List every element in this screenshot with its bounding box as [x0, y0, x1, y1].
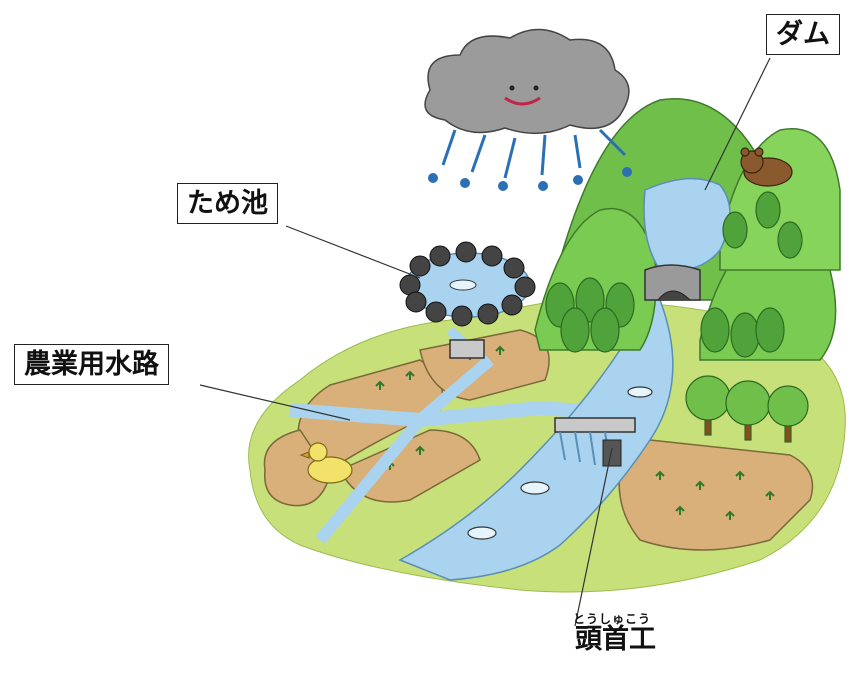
duck-icon	[299, 442, 353, 484]
label-reservoir-pond: ため池	[177, 183, 278, 224]
label-dam: ダム	[766, 14, 840, 55]
leader-lines	[199, 57, 771, 627]
river-fish	[467, 386, 653, 540]
canal-diagonal	[315, 355, 494, 544]
label-headworks: 頭首工	[575, 624, 656, 655]
label-irrigation-canal: 農業用水路	[14, 344, 169, 385]
reservoir-pond	[399, 241, 536, 359]
dam-wall	[644, 264, 701, 301]
rain-drops	[441, 128, 627, 179]
label-headworks-ruby: とうしゅこう	[573, 612, 652, 626]
cloud-icon	[424, 28, 630, 135]
dam-lake	[643, 177, 731, 272]
rain-drop-tips	[428, 167, 632, 191]
rice-field-duck	[263, 429, 331, 507]
round-trees	[685, 375, 809, 443]
trees	[545, 191, 803, 358]
crop-sprouts	[375, 345, 775, 520]
headworks-weir	[554, 417, 636, 467]
bear-icon	[740, 147, 793, 187]
